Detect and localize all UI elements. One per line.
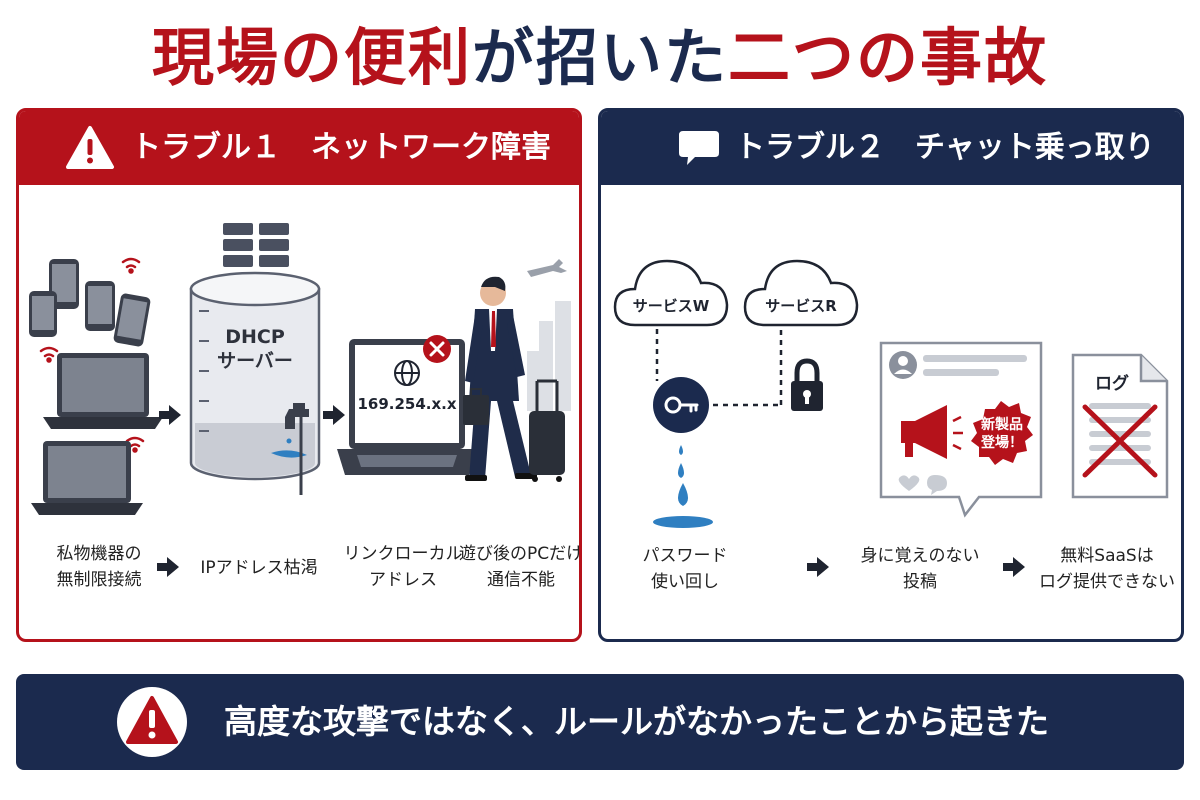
cross-mark-icon bbox=[1082, 404, 1158, 478]
chat-bubble-icon bbox=[679, 131, 719, 165]
dhcp-server-tank: DHCP サーバー bbox=[189, 271, 321, 481]
caption-line: 身に覚えのない bbox=[860, 546, 980, 566]
conclusion-text: 高度な攻撃ではなく、ルールがなかったことから起きた bbox=[224, 702, 1049, 741]
trouble1-step2-caption: IPアドレス枯渇 bbox=[189, 555, 329, 581]
cloud-w-label: サービスW bbox=[633, 297, 710, 315]
badge-line1: 新製品 bbox=[981, 416, 1023, 433]
conclusion-banner: 高度な攻撃ではなく、ルールがなかったことから起きた bbox=[16, 674, 1184, 770]
airplane-icon bbox=[527, 259, 567, 277]
smartphones-icon bbox=[29, 259, 151, 347]
chat-post-card: 新製品 登場！ bbox=[879, 341, 1043, 518]
page-title: 現場の便利が招いた二つの事故 bbox=[0, 18, 1200, 98]
arrow-icon bbox=[323, 405, 345, 425]
briefcase-icon bbox=[463, 388, 489, 425]
trouble1-step1-caption: 私物機器の 無制限接続 bbox=[39, 541, 159, 593]
log-label: ログ bbox=[1095, 373, 1129, 394]
title-part-1: 現場の便利 bbox=[151, 21, 472, 94]
warning-triangle-icon bbox=[117, 687, 187, 757]
ip-address: 169.254.x.x bbox=[357, 395, 456, 413]
caption-line: 無料SaaSは bbox=[1060, 546, 1154, 566]
trouble2-header: トラブル２ チャット乗っ取り bbox=[601, 111, 1181, 185]
leak-drops bbox=[653, 445, 713, 528]
laptop-no-connection: 169.254.x.x bbox=[337, 335, 477, 475]
caption-line: 通信不能 bbox=[487, 570, 555, 590]
trouble1-title: トラブル１ ネットワーク障害 bbox=[131, 130, 551, 165]
cloud-service-r: サービスR bbox=[743, 259, 859, 327]
trouble2-step3-caption: 無料SaaSは ログ提供できない bbox=[1033, 543, 1181, 595]
trouble2-title: トラブル２ チャット乗っ取り bbox=[735, 130, 1155, 165]
trouble2-panel: トラブル２ チャット乗っ取り サービスW サービスR bbox=[598, 108, 1184, 642]
businessman-icon bbox=[465, 276, 537, 481]
heart-icon bbox=[898, 475, 920, 491]
server-label-line2: サーバー bbox=[217, 350, 293, 372]
megaphone-icon bbox=[901, 405, 963, 459]
new-product-badge: 新製品 登場！ bbox=[971, 401, 1033, 465]
trouble1-step3-caption: リンクローカル アドレス bbox=[335, 541, 471, 593]
suitcase-icon bbox=[529, 379, 565, 482]
cloud-r-label: サービスR bbox=[765, 297, 837, 315]
globe-icon bbox=[394, 360, 420, 386]
log-document: ログ bbox=[1071, 353, 1169, 499]
caption-line: アドレス bbox=[369, 570, 437, 590]
caption-line: 投稿 bbox=[903, 572, 937, 592]
caption-line: ログ提供できない bbox=[1039, 572, 1175, 592]
caption-line: IPアドレス枯渇 bbox=[200, 558, 318, 578]
arrow-icon bbox=[159, 405, 181, 425]
title-part-2: が招いた bbox=[471, 21, 728, 94]
trouble1-panel: トラブル１ ネットワーク障害 bbox=[16, 108, 582, 642]
caption-line: パスワード bbox=[642, 546, 728, 566]
connection-lines bbox=[655, 329, 783, 407]
faucet-icon bbox=[271, 403, 309, 495]
arrow-icon bbox=[157, 557, 179, 577]
trouble2-step1-caption: パスワード 使い回し bbox=[615, 543, 755, 595]
key-icon bbox=[653, 377, 709, 433]
server-rack-icon bbox=[223, 223, 289, 267]
cloud-service-w: サービスW bbox=[613, 259, 729, 327]
trouble2-step2-caption: 身に覚えのない 投稿 bbox=[845, 543, 995, 595]
wifi-icon bbox=[39, 257, 145, 453]
arrow-icon bbox=[1003, 557, 1025, 577]
trouble2-illustration: サービスW サービスR bbox=[613, 259, 1169, 577]
caption-line: 使い回し bbox=[651, 572, 719, 592]
caption-line: 遊び後のPCだけ bbox=[459, 544, 582, 564]
caption-line: 無制限接続 bbox=[56, 570, 142, 590]
lock-icon bbox=[791, 358, 823, 411]
badge-line2: 登場！ bbox=[980, 434, 1023, 451]
laptop-icon bbox=[31, 441, 143, 515]
warning-triangle-icon bbox=[66, 126, 114, 169]
caption-line: 私物機器の bbox=[56, 544, 142, 564]
arrow-icon bbox=[807, 557, 829, 577]
laptop-icon bbox=[43, 353, 163, 429]
trouble1-header: トラブル１ ネットワーク障害 bbox=[19, 111, 579, 185]
city-skyline bbox=[527, 301, 571, 411]
caption-line: リンクローカル bbox=[343, 544, 463, 564]
trouble1-step4-caption: 遊び後のPCだけ 通信不能 bbox=[459, 541, 582, 593]
comment-icon bbox=[927, 475, 947, 495]
server-label-line1: DHCP bbox=[225, 326, 285, 348]
trouble1-illustration: DHCP サーバー 169.254.x.x bbox=[29, 223, 571, 577]
title-part-3: 二つの事故 bbox=[728, 21, 1049, 94]
